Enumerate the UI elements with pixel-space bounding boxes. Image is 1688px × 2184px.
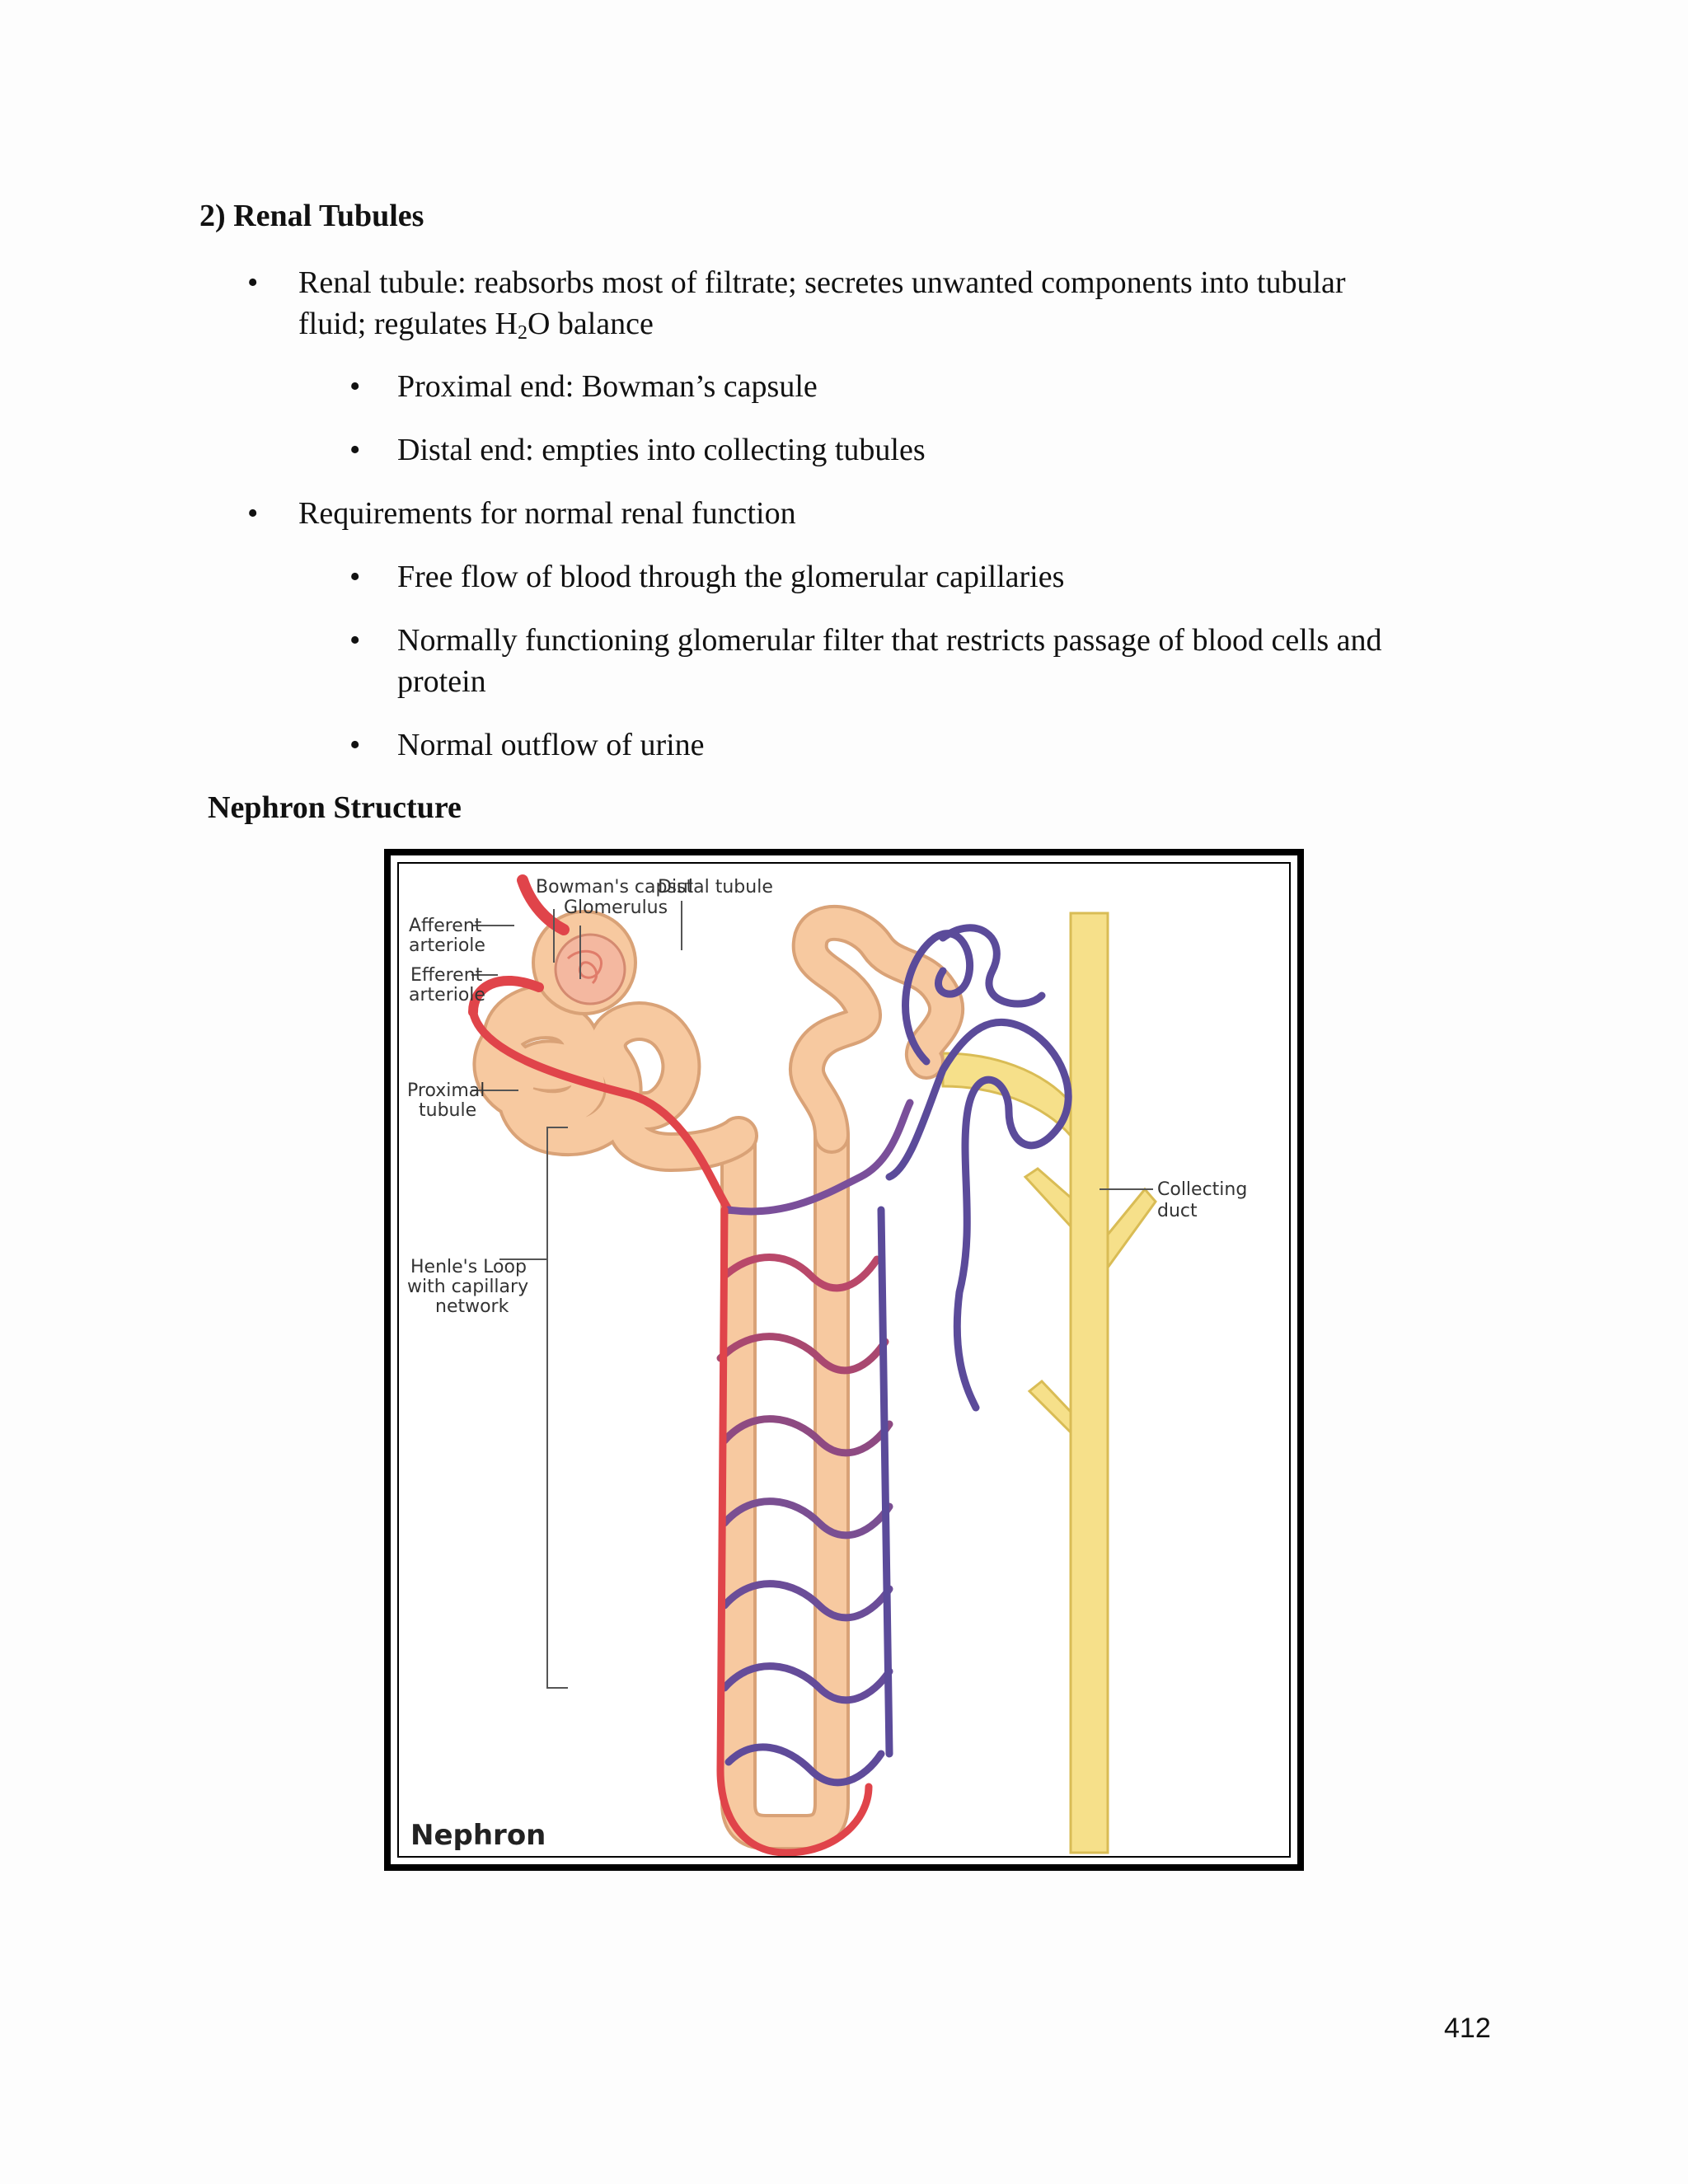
bullet-text: Distal end: empties into collecting tubu… (397, 433, 926, 467)
page-number: 412 (1444, 2013, 1491, 2044)
bullet-renal-tubule: • Renal tubule: reabsorbs most of filtra… (247, 262, 1484, 344)
bullet-text: Free flow of blood through the glomerula… (397, 560, 1065, 594)
proximal-tubule-shape (472, 983, 758, 1173)
bullet-proximal-end: • Proximal end: Bowman’s capsule (349, 366, 1503, 407)
label-proximal-line1: Proximal (407, 1080, 485, 1101)
nephron-figure-frame: Bowman's capsul Glomerulus Distal tubule… (384, 849, 1304, 1871)
label-afferent-line1: Afferent (409, 916, 482, 936)
figure-heading: Nephron Structure (208, 790, 462, 825)
label-henle-line2: with capillary (407, 1277, 528, 1297)
bullet-text: Requirements for normal renal function (298, 496, 796, 531)
bullet-marker: • (247, 265, 259, 300)
bullet-marker: • (247, 496, 259, 531)
label-collecting-line1: Collecting (1157, 1179, 1247, 1200)
label-henle-line1: Henle's Loop (410, 1257, 527, 1277)
bullet-free-flow: • Free flow of blood through the glomeru… (349, 556, 1503, 598)
bullet-marker: • (349, 433, 361, 467)
bullet-marker: • (349, 560, 361, 594)
label-distal-tubule: Distal tubule (658, 877, 773, 898)
bowmans-capsule-shape (532, 910, 637, 1015)
label-collecting-line2: duct (1157, 1201, 1198, 1221)
bullet-text-line2-pre: fluid; regulates H (298, 307, 518, 341)
label-efferent-line1: Efferent (410, 965, 483, 986)
bullet-marker: • (349, 623, 361, 658)
bullet-text-line2: protein (397, 664, 486, 699)
section-title: 2) Renal Tubules (199, 199, 424, 233)
bullet-marker: • (349, 728, 361, 762)
label-glomerulus: Glomerulus (564, 898, 668, 918)
label-leaders (471, 901, 1153, 1689)
figure-title-nephron: Nephron (410, 1819, 546, 1852)
label-bowmans-capsule: Bowman's capsul (536, 877, 693, 898)
label-efferent-line2: arteriole (409, 985, 485, 1005)
bullet-text: Proximal end: Bowman’s capsule (397, 369, 818, 404)
bullet-text-line1: Renal tubule: reabsorbs most of filtrate… (298, 265, 1346, 300)
bullet-marker: • (349, 369, 361, 404)
bullet-text: Normal outflow of urine (397, 728, 705, 762)
bullet-requirements: • Requirements for normal renal function (247, 493, 1484, 534)
bullet-glomerular-filter: • Normally functioning glomerular filter… (349, 620, 1503, 702)
collecting-duct-shape (941, 912, 1157, 1854)
bullet-outflow: • Normal outflow of urine (349, 724, 1503, 766)
capillary-network-shape (716, 924, 1072, 1856)
label-afferent-line2: arteriole (409, 935, 485, 956)
bullet-text-line1: Normally functioning glomerular filter t… (397, 623, 1382, 658)
nephron-illustration: Bowman's capsul Glomerulus Distal tubule… (407, 874, 1247, 1856)
label-henle-line3: network (435, 1296, 509, 1317)
distal-tubule-shape (788, 905, 965, 1154)
label-proximal-line2: tubule (419, 1100, 476, 1121)
bullet-distal-end: • Distal end: empties into collecting tu… (349, 429, 1503, 471)
bullet-text-line2-post: O balance (527, 307, 654, 341)
henle-loop-shape (720, 1118, 850, 1850)
arterioles-shape (468, 874, 733, 1214)
nephron-figure: Bowman's capsul Glomerulus Distal tubule… (397, 862, 1291, 1858)
subscript-2: 2 (517, 322, 528, 344)
